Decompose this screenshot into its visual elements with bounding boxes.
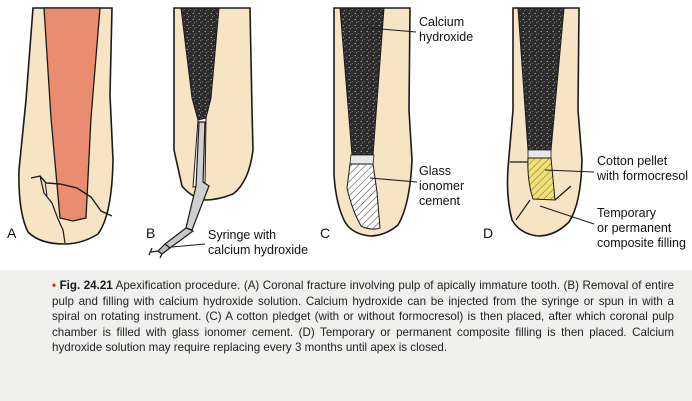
calcium-hydroxide-label-line1: Calcium — [419, 15, 464, 29]
panel-a-letter: A — [7, 225, 17, 241]
glass-ionomer-label-line3: cement — [419, 194, 461, 208]
cotton-pellet-leader — [544, 169, 595, 173]
panel-a: A — [7, 7, 114, 245]
syringe-label-leader — [171, 243, 206, 248]
tooth-a-fracture-branch — [39, 175, 66, 244]
panel-c-letter: C — [320, 225, 330, 241]
composite-filling-label-line1: Temporary — [597, 206, 657, 220]
composite-filling-leader — [539, 205, 595, 225]
syringe-label-line1: Syringe with — [208, 228, 276, 242]
panel-d-letter: D — [483, 225, 493, 241]
panel-b: Syringe with calcium hydroxide B — [146, 7, 308, 259]
tooth-a-fracture-line — [30, 175, 113, 217]
panel-b-letter: B — [146, 225, 155, 241]
calcium-hydroxide-leader — [369, 27, 417, 33]
glass-ionomer-leader — [369, 177, 418, 183]
tooth-d-cotton-pellet — [527, 157, 556, 201]
caption-paragraph: • Fig. 24.21 Apexification procedure. (A… — [52, 278, 674, 356]
syringe-plunger — [148, 247, 163, 259]
composite-filling-label-line3: composite filling — [597, 236, 686, 250]
tooth-c-cotton-pledget — [349, 154, 375, 165]
syringe-needle — [185, 121, 210, 231]
glass-ionomer-label-line2: ionomer — [419, 179, 464, 193]
composite-filling-label-line2: or permanent — [597, 221, 672, 235]
caption-text: Apexification procedure. (A) Coronal fra… — [52, 279, 674, 355]
calcium-hydroxide-label-line2: hydroxide — [419, 30, 473, 44]
cotton-pellet-label-line1: Cotton pellet — [597, 154, 668, 168]
glass-ionomer-label-line1: Glass — [419, 164, 451, 178]
figure-number: Fig. 24.21 — [59, 279, 113, 292]
apexification-figure: A Syringe with calcium hydroxide B Calci… — [7, 7, 688, 259]
tooth-d-composite-filling — [510, 161, 572, 221]
tooth-a-pulp — [43, 7, 101, 222]
syringe-label-line2: calcium hydroxide — [208, 243, 308, 257]
panel-d: Cotton pellet with formocresol Temporary… — [483, 7, 688, 250]
caption-bullet: • — [52, 279, 57, 292]
tooth-d-pellet-top — [527, 149, 552, 159]
tooth-c-glass-ionomer — [346, 163, 381, 230]
figure-caption: • Fig. 24.21 Apexification procedure. (A… — [0, 270, 692, 401]
panel-c: Calcium hydroxide Glass ionomer cement C — [320, 7, 473, 241]
cotton-pellet-label-line2: with formocresol — [596, 169, 688, 183]
